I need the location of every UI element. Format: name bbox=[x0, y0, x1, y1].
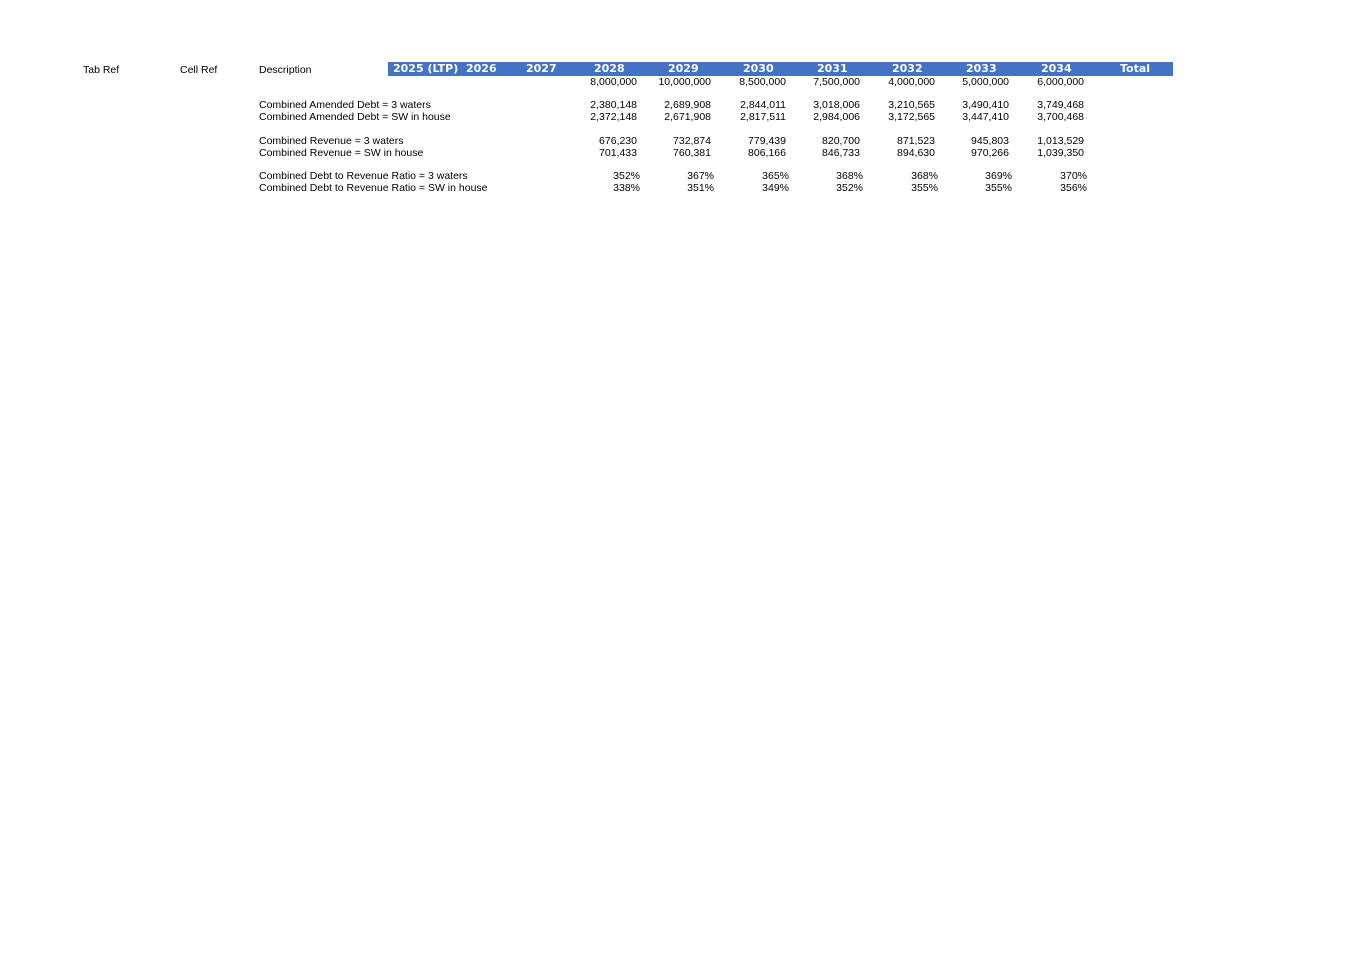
data-cell: 760,381 bbox=[673, 147, 711, 159]
data-cell: 806,166 bbox=[748, 147, 786, 159]
data-cell: 355% bbox=[985, 182, 1012, 194]
data-cell: 6,000,000 bbox=[1037, 76, 1084, 88]
data-cell: 356% bbox=[1060, 182, 1087, 194]
year-header: 2033 bbox=[966, 62, 997, 75]
data-cell: 970,266 bbox=[971, 147, 1009, 159]
description-header: Description bbox=[259, 64, 312, 76]
year-header: Total bbox=[1120, 62, 1151, 75]
data-cell: 351% bbox=[687, 182, 714, 194]
data-cell: 370% bbox=[1060, 170, 1087, 182]
data-cell: 368% bbox=[836, 170, 863, 182]
data-cell: 4,000,000 bbox=[888, 76, 935, 88]
data-cell: 5,000,000 bbox=[962, 76, 1009, 88]
data-cell: 3,447,410 bbox=[962, 111, 1009, 123]
data-cell: 779,439 bbox=[748, 135, 786, 147]
year-header-bar bbox=[388, 62, 1173, 76]
data-cell: 871,523 bbox=[897, 135, 935, 147]
data-cell: 3,749,468 bbox=[1037, 99, 1084, 111]
data-cell: 820,700 bbox=[822, 135, 860, 147]
row-description: Combined Debt to Revenue Ratio = SW in h… bbox=[259, 182, 488, 194]
data-cell: 8,000,000 bbox=[590, 76, 637, 88]
data-cell: 2,671,908 bbox=[664, 111, 711, 123]
year-header: 2032 bbox=[892, 62, 923, 75]
data-cell: 352% bbox=[836, 182, 863, 194]
data-cell: 352% bbox=[613, 170, 640, 182]
year-header: 2025 (LTP) bbox=[393, 62, 459, 75]
year-header: 2034 bbox=[1041, 62, 1072, 75]
data-cell: 3,018,006 bbox=[813, 99, 860, 111]
cell-ref-header: Cell Ref bbox=[180, 64, 218, 76]
tab-ref-header: Tab Ref bbox=[83, 64, 120, 76]
data-cell: 7,500,000 bbox=[813, 76, 860, 88]
data-cell: 894,630 bbox=[897, 147, 935, 159]
data-cell: 3,490,410 bbox=[962, 99, 1009, 111]
row-description: Combined Amended Debt = 3 waters bbox=[259, 99, 431, 111]
data-cell: 2,380,148 bbox=[590, 99, 637, 111]
data-cell: 1,039,350 bbox=[1037, 147, 1084, 159]
data-cell: 10,000,000 bbox=[658, 76, 711, 88]
data-cell: 338% bbox=[613, 182, 640, 194]
year-header: 2031 bbox=[817, 62, 848, 75]
data-cell: 2,372,148 bbox=[590, 111, 637, 123]
data-cell: 2,817,511 bbox=[740, 111, 786, 123]
data-cell: 365% bbox=[762, 170, 789, 182]
data-cell: 676,230 bbox=[599, 135, 637, 147]
data-cell: 732,874 bbox=[673, 135, 711, 147]
year-header: 2026 bbox=[466, 62, 497, 75]
year-header: 2027 bbox=[526, 62, 557, 75]
data-cell: 3,700,468 bbox=[1037, 111, 1084, 123]
row-description: Combined Revenue = 3 waters bbox=[259, 135, 404, 147]
year-header: 2029 bbox=[668, 62, 699, 75]
data-cell: 367% bbox=[687, 170, 714, 182]
row-description: Combined Amended Debt = SW in house bbox=[259, 111, 451, 123]
data-cell: 945,803 bbox=[971, 135, 1009, 147]
data-cell: 3,210,565 bbox=[888, 99, 935, 111]
row-description: Combined Debt to Revenue Ratio = 3 water… bbox=[259, 170, 468, 182]
data-cell: 3,172,565 bbox=[888, 111, 935, 123]
year-header: 2028 bbox=[594, 62, 625, 75]
data-cell: 846,733 bbox=[822, 147, 860, 159]
data-cell: 368% bbox=[911, 170, 938, 182]
data-cell: 1,013,529 bbox=[1037, 135, 1084, 147]
year-header: 2030 bbox=[743, 62, 774, 75]
data-cell: 2,844,011 bbox=[740, 99, 786, 111]
data-cell: 369% bbox=[985, 170, 1012, 182]
data-cell: 355% bbox=[911, 182, 938, 194]
data-cell: 701,433 bbox=[599, 147, 637, 159]
data-cell: 2,689,908 bbox=[664, 99, 711, 111]
data-cell: 8,500,000 bbox=[739, 76, 786, 88]
row-description: Combined Revenue = SW in house bbox=[259, 147, 424, 159]
data-cell: 349% bbox=[762, 182, 789, 194]
data-cell: 2,984,006 bbox=[813, 111, 860, 123]
